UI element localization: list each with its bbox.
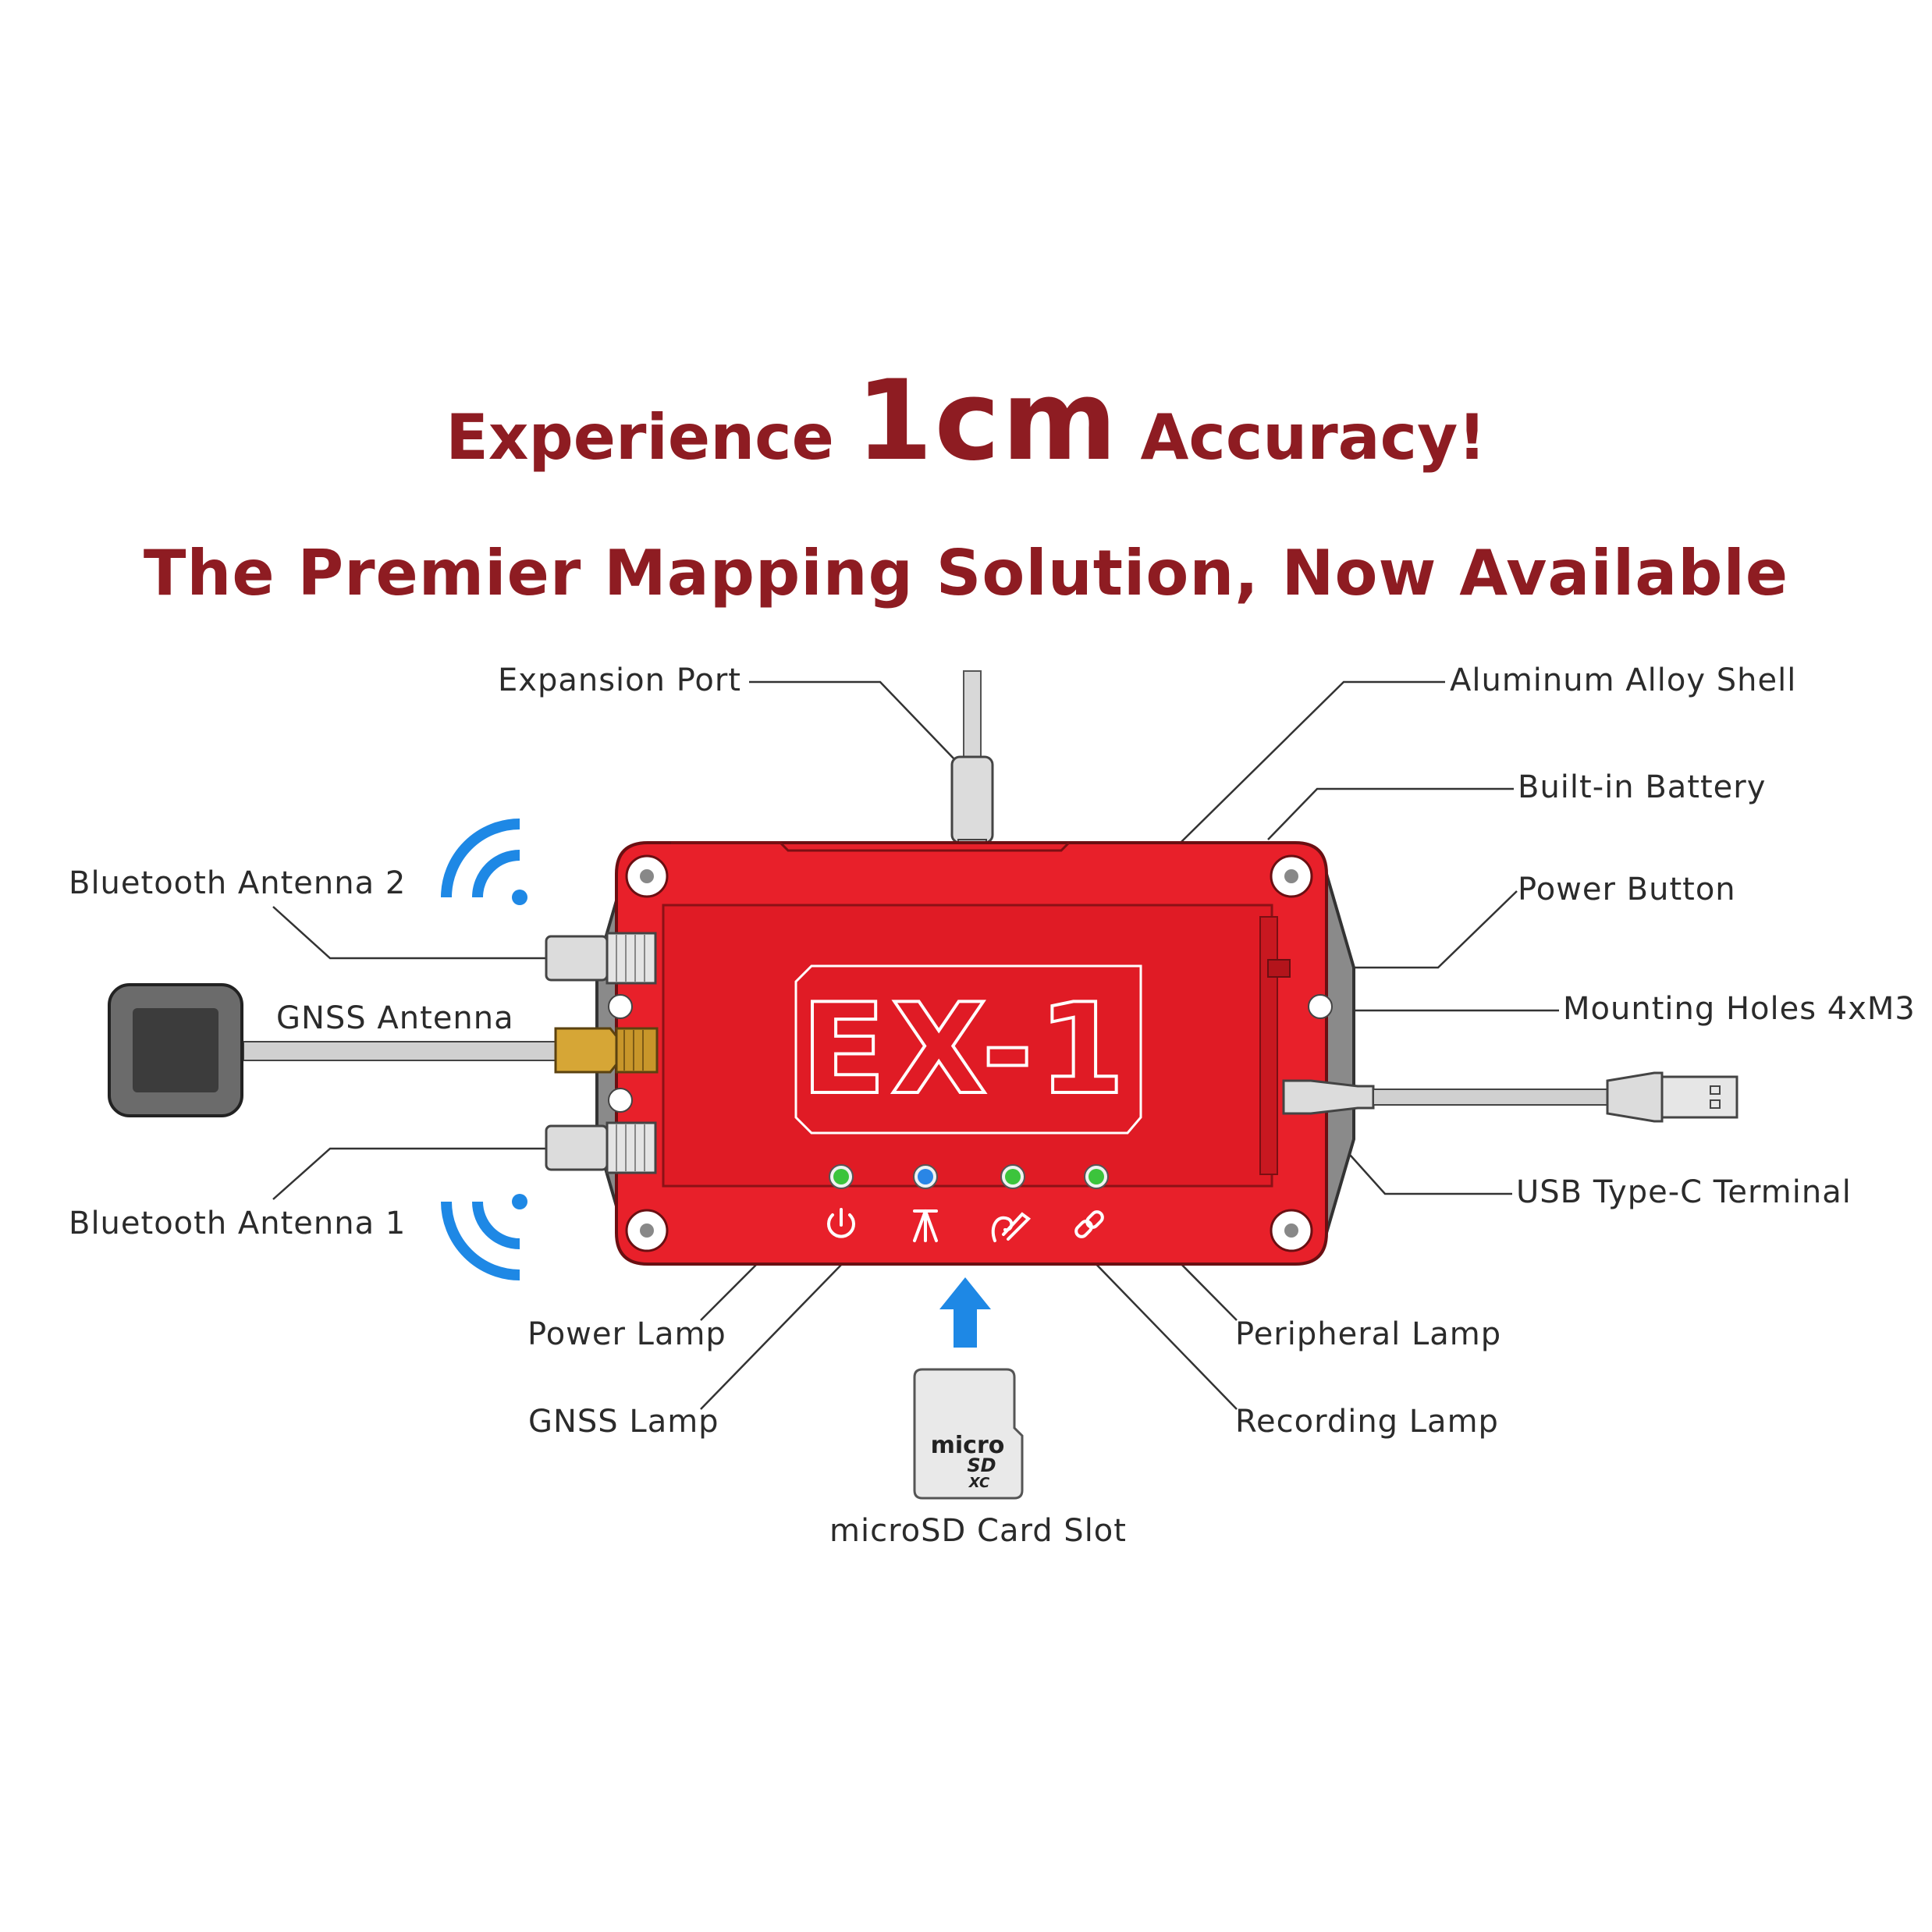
headline-accuracy: Experience 1cm Accuracy! <box>0 366 1932 492</box>
label-mounting-holes: Mounting Holes 4xM3 <box>1563 991 1916 1027</box>
tripod-icon <box>913 1209 938 1242</box>
device-logo: EX-1 <box>801 976 1129 1122</box>
headline-word-accuracy: Accuracy! <box>1140 401 1486 474</box>
battery-bay <box>1259 916 1278 1175</box>
power-button <box>1267 959 1291 978</box>
leader-expansion-port <box>749 680 957 762</box>
recording-lamp <box>1005 1169 1021 1184</box>
screw-bottom-right <box>1270 1209 1313 1252</box>
label-microsd-slot: microSD Card Slot <box>829 1513 1127 1549</box>
leader-bluetooth-2 <box>272 906 562 960</box>
label-power-button: Power Button <box>1518 872 1736 907</box>
mounting-hole-left-bottom <box>608 1088 633 1113</box>
insert-arrow-icon <box>939 1277 991 1348</box>
gnss-lamp <box>918 1169 933 1184</box>
bluetooth-antenna-2-connector <box>545 932 657 985</box>
mounting-hole-right <box>1308 994 1333 1019</box>
leader-bluetooth-1 <box>272 1147 562 1200</box>
microsd-brand-sd: SD <box>967 1454 996 1476</box>
label-aluminum-alloy-shell: Aluminum Alloy Shell <box>1450 662 1797 698</box>
label-usb-type-c: USB Type-C Terminal <box>1516 1174 1852 1210</box>
label-power-lamp: Power Lamp <box>527 1316 726 1352</box>
gnss-antenna <box>108 983 659 1117</box>
microsd-brand-xc: XC <box>968 1475 990 1491</box>
bluetooth-antenna-1-connector <box>545 1121 657 1174</box>
device-body <box>595 841 1355 1266</box>
label-expansion-port: Expansion Port <box>498 662 741 698</box>
screw-top-right <box>1270 854 1313 898</box>
headline-subtitle: The Premier Mapping Solution, Now Availa… <box>143 537 1789 609</box>
shell-inner-panel <box>662 904 1273 1188</box>
headline-word-experience: Experience <box>446 401 834 474</box>
mounting-hole-left-top <box>608 994 633 1019</box>
usb-a-plug <box>1660 1075 1738 1119</box>
label-peripheral-lamp: Peripheral Lamp <box>1235 1316 1502 1352</box>
headline-accuracy-value: 1cm <box>855 357 1119 485</box>
label-built-in-battery: Built-in Battery <box>1518 769 1767 805</box>
microsd-brand-micro: micro <box>931 1432 1005 1459</box>
bluetooth-signal-icon-top <box>441 819 527 905</box>
screw-top-left <box>625 854 669 898</box>
microsd-card: micro SD XC <box>913 1368 1024 1500</box>
leader-built-in-battery <box>1267 787 1514 840</box>
status-lamps <box>829 1164 1109 1189</box>
power-icon <box>827 1208 855 1238</box>
sma-connector <box>554 1027 618 1074</box>
link-icon <box>1074 1210 1104 1238</box>
power-lamp <box>833 1169 849 1184</box>
expansion-cable <box>950 670 994 853</box>
label-gnss-antenna: GNSS Antenna <box>276 1000 514 1036</box>
peripheral-lamp <box>1089 1169 1104 1184</box>
screw-bottom-left <box>625 1209 669 1252</box>
label-bluetooth-antenna-1: Bluetooth Antenna 1 <box>69 1206 407 1241</box>
bluetooth-signal-icon-bottom <box>441 1194 527 1280</box>
label-gnss-lamp: GNSS Lamp <box>528 1404 719 1440</box>
leader-aluminum-shell <box>1135 680 1445 887</box>
logo-frame <box>794 964 1142 1135</box>
usb-cable <box>1282 1071 1738 1123</box>
label-recording-lamp: Recording Lamp <box>1235 1404 1499 1440</box>
label-bluetooth-antenna-2: Bluetooth Antenna 2 <box>69 865 407 901</box>
recording-icon <box>991 1212 1032 1242</box>
